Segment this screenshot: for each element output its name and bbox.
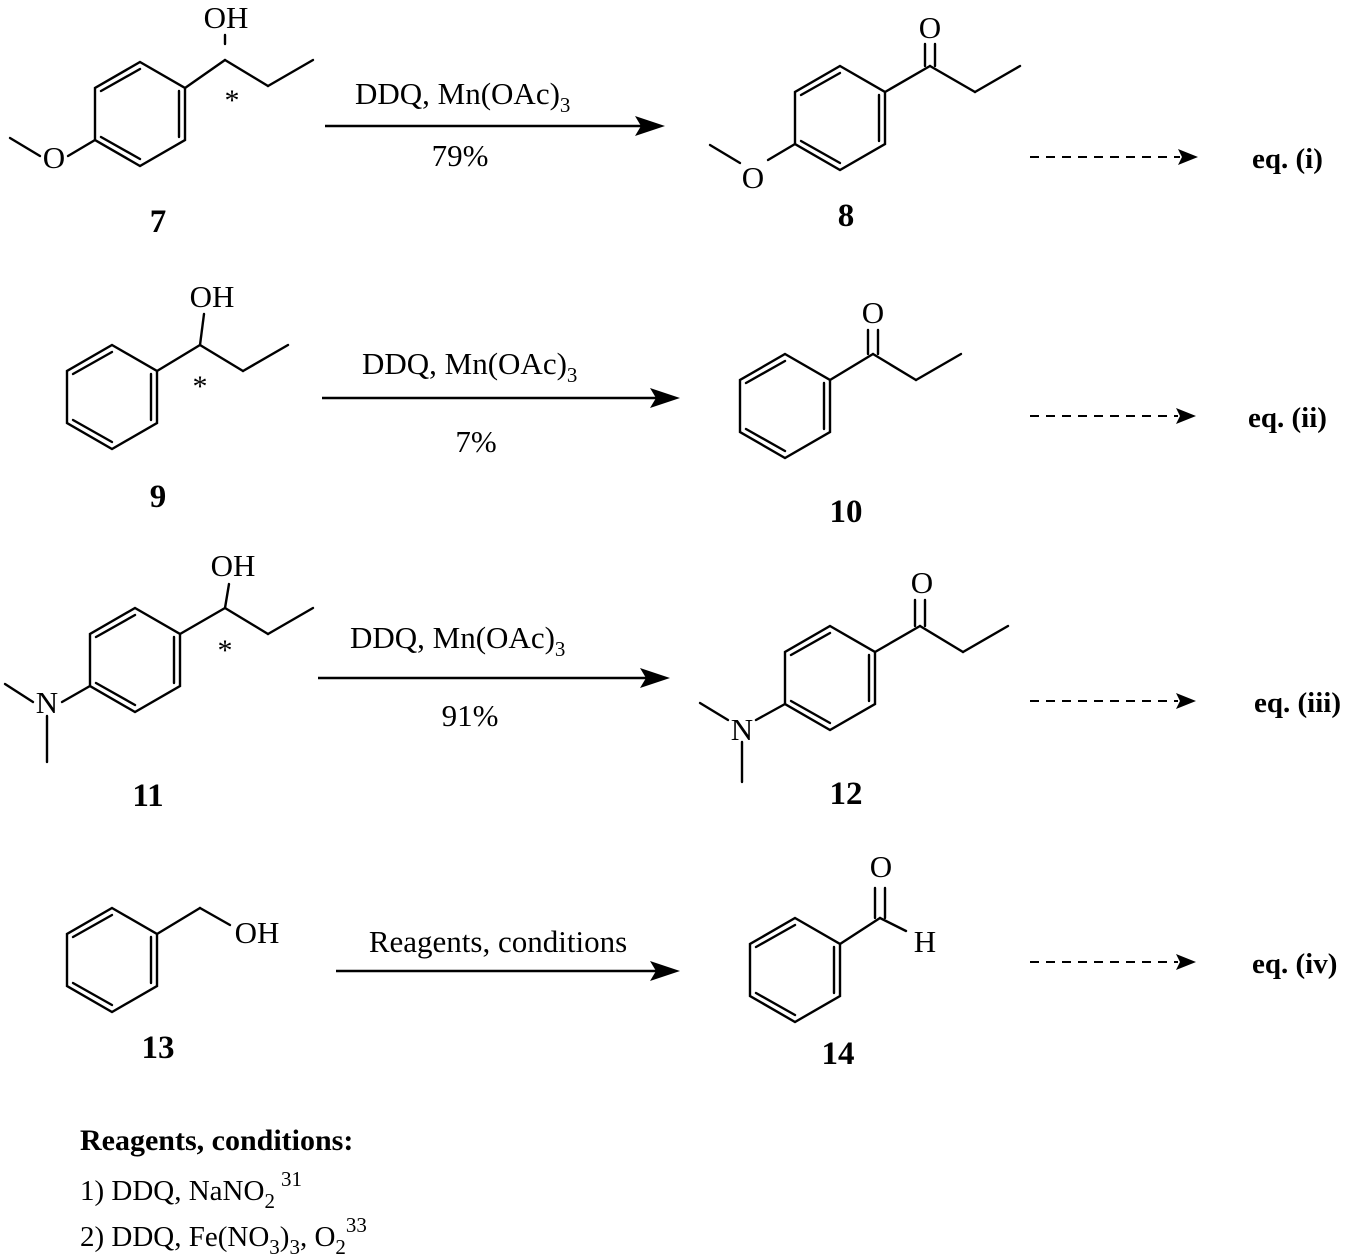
compound-7-bonds [8,33,315,168]
compound-12-bonds [698,598,1010,784]
reaction-arrow-4: Reagents, conditions [336,924,680,981]
hydroxyl-atom: OH [190,279,235,314]
compound-10-bonds [738,328,963,460]
methoxy-oxygen-atom: O [43,140,65,175]
carbonyl-oxygen-atom: O [870,849,892,884]
equation-label: eq. (iii) [1254,687,1341,719]
compound-label: 13 [142,1030,175,1066]
stereocenter-marker: * [225,84,240,117]
compound-9-bonds [65,312,290,451]
dashed-arrow-2 [1030,408,1196,424]
compound-7: OH O * 7 [8,0,315,240]
compound-11-bonds [3,582,315,764]
compound-label: 7 [150,204,167,240]
dashed-arrow-1 [1030,149,1198,165]
compound-14: O H 14 [748,849,936,1072]
compound-label: 10 [830,494,863,530]
carbonyl-oxygen-atom: O [919,10,941,45]
compound-label: 14 [822,1036,855,1072]
amine-nitrogen-atom: N [36,685,58,720]
equation-label: eq. (iv) [1252,948,1337,980]
compound-13-bonds [65,906,232,1014]
yield-text: 79% [432,138,489,173]
reagent-text: Reagents, conditions [369,924,627,959]
compound-label: 11 [132,778,163,814]
compound-12: O N 12 [698,565,1010,812]
hydroxyl-atom: OH [235,915,280,950]
notes-title: Reagents, conditions: [80,1124,353,1157]
compound-9: OH * 9 [65,279,290,515]
compound-label: 8 [838,198,855,234]
hydroxyl-atom: OH [211,548,256,583]
stereocenter-marker: * [218,634,233,667]
dashed-arrow-3 [1030,693,1196,709]
amine-nitrogen-atom: N [731,712,753,747]
reaction-arrow-2: DDQ, Mn(OAc)3 7% [322,346,680,459]
methoxy-oxygen-atom: O [742,160,764,195]
carbonyl-oxygen-atom: O [911,565,933,600]
reagent-text: DDQ, Mn(OAc)3 [350,620,565,661]
compound-label: 9 [150,479,167,515]
compound-10: O 10 [738,295,963,530]
compound-13: OH 13 [65,906,280,1066]
carbonyl-oxygen-atom: O [862,295,884,330]
compound-14-bonds [748,886,908,1024]
equation-label: eq. (i) [1252,143,1323,175]
note-item-1: 1) DDQ, NaNO231 [80,1167,302,1213]
compound-8: O O 8 [708,10,1022,234]
yield-text: 91% [442,698,499,733]
reagent-text: DDQ, Mn(OAc)3 [362,346,577,387]
equation-label: eq. (ii) [1248,402,1327,434]
reaction-arrow-1: DDQ, Mn(OAc)3 79% [325,76,665,173]
aldehyde-hydrogen-atom: H [914,924,936,959]
note-item-2: 2) DDQ, Fe(NO3)3, O233 [80,1213,367,1259]
yield-text: 7% [455,424,496,459]
dashed-arrow-4 [1030,954,1196,970]
compound-label: 12 [830,776,863,812]
reaction-arrow-3: DDQ, Mn(OAc)3 91% [318,620,670,733]
reagent-text: DDQ, Mn(OAc)3 [355,76,570,117]
hydroxyl-atom: OH [204,0,249,35]
compound-8-bonds [708,42,1022,172]
stereocenter-marker: * [193,370,208,403]
compound-11: OH N * 11 [3,548,315,814]
